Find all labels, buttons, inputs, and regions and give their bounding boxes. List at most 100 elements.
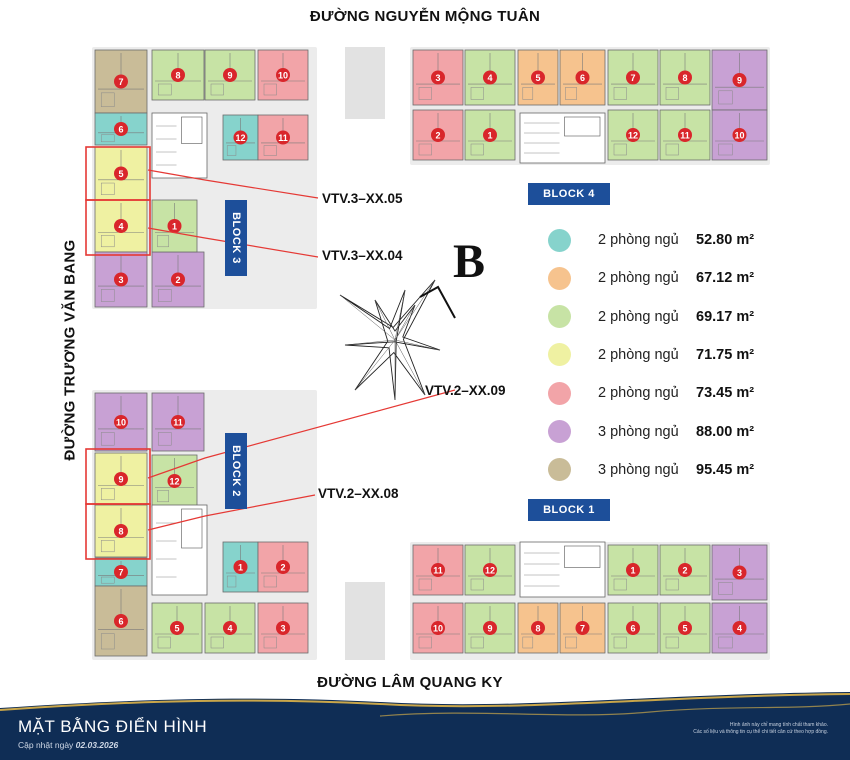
legend-row: 2 phòng ngủ 67.12 m² xyxy=(548,266,754,290)
unit-furniture xyxy=(522,636,534,649)
wind-rose xyxy=(339,279,441,401)
unit-number: 10 xyxy=(433,624,443,634)
legend-swatch xyxy=(548,381,571,405)
unit-number: 10 xyxy=(116,418,126,428)
wind-rose-ray xyxy=(394,279,436,341)
unit-number-marker xyxy=(114,74,128,89)
unit-number: 3 xyxy=(118,275,123,285)
legend-bedroom-type: 2 phòng ngủ xyxy=(598,270,679,287)
unit-furniture xyxy=(418,143,432,156)
unit-number: 8 xyxy=(535,624,540,634)
unit-number: 9 xyxy=(118,475,123,485)
callout-vtv3-04-label: VTV.3–XX.04 xyxy=(322,248,403,263)
unit-number-marker xyxy=(114,122,128,136)
unit-number: 4 xyxy=(227,624,232,634)
unit-number-marker xyxy=(114,272,128,287)
footer-wave xyxy=(0,692,850,760)
wind-rose-ray xyxy=(339,294,396,341)
unit-number-marker xyxy=(114,166,128,181)
unit-number: 3 xyxy=(435,73,440,83)
unit-furniture xyxy=(100,134,115,143)
unit-furniture xyxy=(613,143,627,156)
unit-number-marker xyxy=(171,415,185,429)
legend-swatch xyxy=(548,343,571,367)
block-3-label: BLOCK 3 xyxy=(230,212,242,264)
block-4-label: BLOCK 4 xyxy=(543,188,595,200)
unit-number-marker xyxy=(114,565,128,579)
selected-unit-highlight xyxy=(85,503,151,560)
unit-number-marker xyxy=(223,68,237,82)
unit-number-marker xyxy=(276,68,290,82)
unit-number-marker xyxy=(276,621,290,635)
unit-number: 5 xyxy=(118,169,123,179)
unit-number: 10 xyxy=(734,131,744,141)
courtyard-void xyxy=(345,47,385,119)
unit-furniture xyxy=(157,432,172,446)
unit-furniture xyxy=(470,578,484,591)
unit-number-marker xyxy=(678,563,692,577)
unit-number: 12 xyxy=(235,133,245,143)
unit-number-marker xyxy=(732,73,747,87)
footer-date-value: 02.03.2026 xyxy=(75,740,119,750)
unit-number-marker xyxy=(531,621,545,635)
callout-line xyxy=(147,169,319,199)
unit-furniture xyxy=(718,582,733,595)
unit-number-marker xyxy=(483,70,497,85)
unit-number-marker xyxy=(114,415,128,429)
unit-number-marker xyxy=(167,474,182,488)
legend-swatch xyxy=(548,305,571,329)
unit-number-marker xyxy=(483,128,497,142)
legend-area: 95.45 m² xyxy=(696,461,755,478)
unit-furniture xyxy=(613,636,627,649)
unit-number: 4 xyxy=(118,222,123,232)
stair-core xyxy=(151,504,208,596)
wind-rose-ray xyxy=(344,339,396,346)
footer-title: MẶT BẰNG ĐIỂN HÌNH xyxy=(18,717,208,736)
legend-bedroom-type: 3 phòng ngủ xyxy=(598,461,679,478)
unit-number-marker xyxy=(626,128,640,142)
unit-furniture xyxy=(100,540,115,553)
unit-number: 11 xyxy=(680,131,690,141)
unit-number-marker xyxy=(233,130,248,145)
block-2-tag: BLOCK 2 xyxy=(225,433,247,509)
unit-number-marker xyxy=(626,621,640,635)
unit-number: 1 xyxy=(238,563,243,573)
unit-number: 1 xyxy=(630,566,635,576)
lift-shaft xyxy=(564,116,601,137)
footer-gold-line xyxy=(379,703,850,717)
lift-shaft xyxy=(564,545,601,568)
unit-number: 6 xyxy=(118,617,123,627)
unit-number-marker xyxy=(223,621,237,635)
unit-furniture xyxy=(665,143,679,156)
wind-rose-ray xyxy=(394,289,406,341)
wind-rose-ray xyxy=(394,339,426,396)
unit-number: 3 xyxy=(737,568,742,578)
callout-line xyxy=(147,227,319,258)
unit-furniture xyxy=(100,92,115,107)
legend-area: 67.12 m² xyxy=(696,270,755,287)
legend-bedroom-type: 2 phòng ngủ xyxy=(598,308,679,325)
unit-furniture xyxy=(470,636,484,649)
legend-bedroom-type: 2 phòng ngủ xyxy=(598,385,679,402)
unit-furniture xyxy=(418,578,432,591)
unit-number: 8 xyxy=(118,527,123,537)
unit-furniture xyxy=(157,636,171,649)
footer-date-prefix: Cập nhật ngày xyxy=(18,740,74,750)
unit-furniture xyxy=(613,87,627,100)
unit-number: 11 xyxy=(433,566,443,576)
unit-furniture xyxy=(470,143,484,156)
unit-number-marker xyxy=(483,621,497,635)
unit-number: 6 xyxy=(580,73,585,83)
unit-number-marker xyxy=(678,70,692,85)
unit-number: 9 xyxy=(487,624,492,634)
unit-furniture xyxy=(210,83,224,96)
footer-gold-line xyxy=(0,693,850,711)
legend-area: 71.75 m² xyxy=(696,346,755,363)
unit-number-marker xyxy=(732,128,747,142)
street-bottom-label: ĐƯỜNG LÂM QUANG KY xyxy=(317,674,503,691)
wind-rose-ray xyxy=(394,304,416,341)
